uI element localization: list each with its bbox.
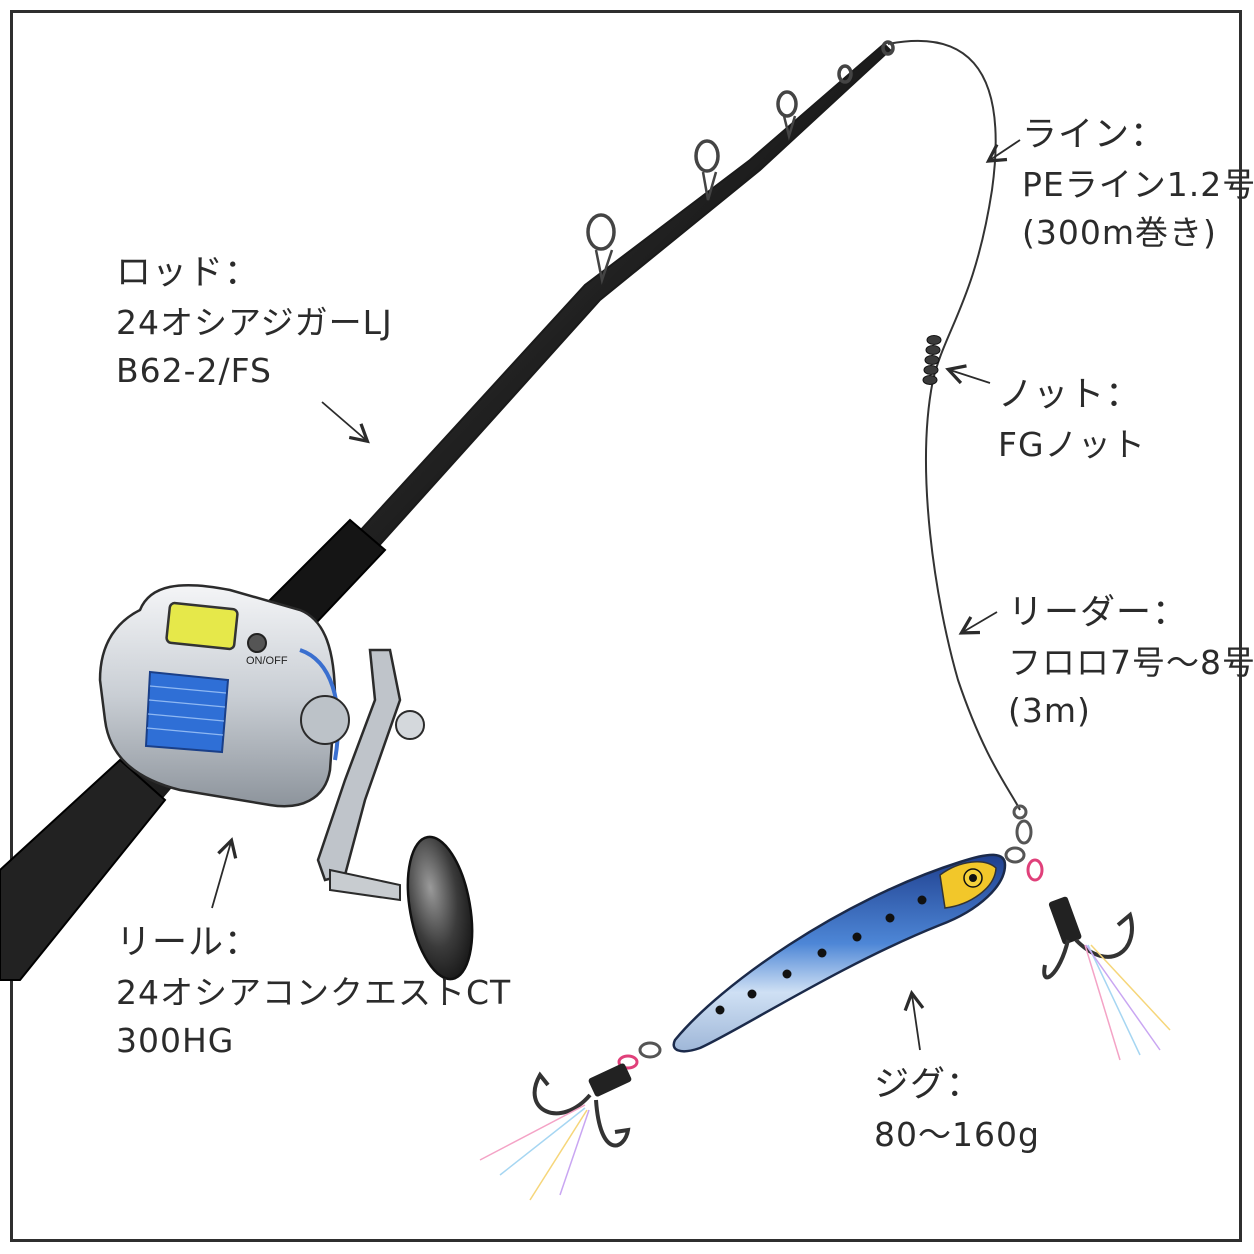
rod-guides <box>586 40 895 285</box>
leader-label-line-2: (3m) <box>1008 690 1091 730</box>
hook-bottom <box>479 1041 662 1201</box>
guide-2 <box>694 139 720 173</box>
reel: ON/OFF <box>98 584 474 981</box>
jig-label-title: ジグ： <box>874 1065 983 1105</box>
fg-knot <box>922 335 942 385</box>
reel-onoff-text: ON/OFF <box>246 655 288 667</box>
reel-spool <box>144 670 230 754</box>
line-label: ライン： PEライン1.2号 (300m巻き) <box>1022 110 1254 256</box>
guide-4 <box>837 64 853 84</box>
guide-5 <box>881 40 895 56</box>
reel-handle-knob <box>406 835 474 981</box>
knot-label: ノット： FGノット <box>998 370 1146 469</box>
reel-display <box>165 601 239 651</box>
guide-3 <box>776 90 798 118</box>
rod-label-line-2: B62-2/FS <box>116 350 273 390</box>
knot-label-title: ノット： <box>998 375 1142 415</box>
swivel <box>1004 804 1033 864</box>
jig-label-line-1: 80～160g <box>874 1114 1040 1154</box>
rod-label-line-1: 24オシアジガーLJ <box>116 302 393 342</box>
leader-label: リーダー： フロロ7号～8号 (3m) <box>1008 588 1254 734</box>
reel-handle-rod <box>329 868 401 902</box>
arrow-line <box>985 139 1021 163</box>
leader-label-title: リーダー： <box>1008 593 1189 633</box>
line-label-title: ライン： <box>1022 115 1167 155</box>
line-label-line-2: (300m巻き) <box>1022 212 1217 252</box>
guide-1 <box>586 213 616 251</box>
reel-label-title: リール： <box>116 923 261 963</box>
arrow-knot <box>945 364 991 385</box>
callout-arrows <box>211 139 1021 1051</box>
reel-label-line-1: 24オシアコンクエストCT <box>116 972 512 1012</box>
knot-label-line-1: FGノット <box>998 424 1146 464</box>
jig-label: ジグ： 80～160g <box>874 1060 1040 1159</box>
reel-label: リール： 24オシアコンクエストCT 300HG <box>116 918 511 1064</box>
leader-label-line-1: フロロ7号～8号 <box>1008 642 1254 682</box>
line-label-line-1: PEライン1.2号 <box>1022 164 1254 204</box>
rod-label: ロッド： 24オシアジガーLJ B62-2/FS <box>116 248 393 394</box>
reel-label-line-2: 300HG <box>116 1020 235 1060</box>
hook-top <box>1026 858 1171 1061</box>
arrow-rod <box>321 401 370 444</box>
rod-butt <box>0 758 167 981</box>
jig <box>672 853 1007 1053</box>
reel-power-button <box>247 633 267 653</box>
arrow-reel <box>211 837 238 909</box>
arrow-leader <box>958 611 998 635</box>
arrow-jig <box>903 989 925 1051</box>
rod-label-title: ロッド： <box>116 253 261 293</box>
